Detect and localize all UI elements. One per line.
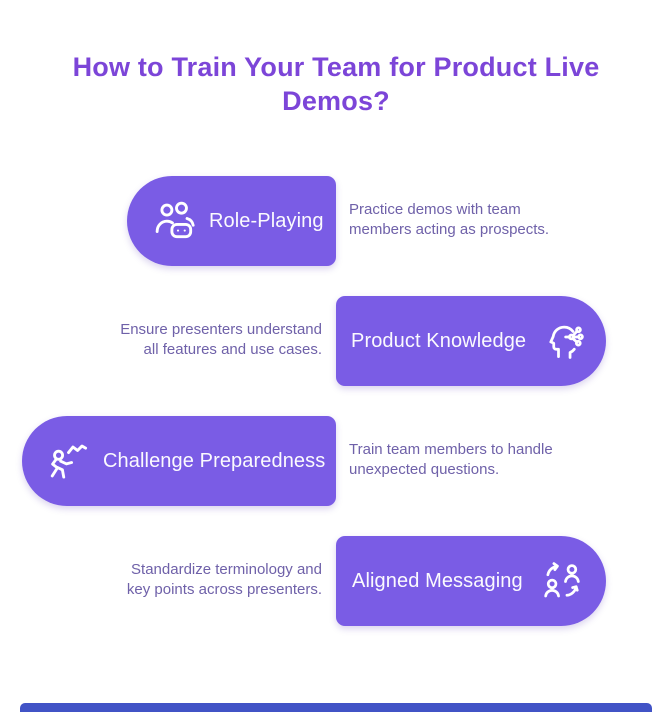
step-label-role-playing: Role-Playing xyxy=(209,209,324,232)
description-line: members acting as prospects. xyxy=(349,221,550,238)
step-description-role-playing: Practice demos with team members acting … xyxy=(349,200,549,240)
footer-accent-bar xyxy=(20,703,652,712)
challenge-preparedness-icon xyxy=(44,438,90,484)
description-line: unexpected questions. xyxy=(349,461,500,478)
step-label-aligned-messaging: Aligned Messaging xyxy=(352,569,523,592)
step-description-product-knowledge: Ensure presenters understand all feature… xyxy=(120,320,322,360)
product-knowledge-icon xyxy=(542,319,586,363)
step-description-aligned-messaging: Standardize terminology and key points a… xyxy=(127,560,322,600)
step-pill-product-knowledge: Product Knowledge xyxy=(336,296,606,386)
step-pill-aligned-messaging: Aligned Messaging xyxy=(336,536,606,626)
step-label-product-knowledge: Product Knowledge xyxy=(351,329,527,352)
step-description-challenge-preparedness: Train team members to handle unexpected … xyxy=(349,440,553,480)
role-playing-icon xyxy=(151,198,197,244)
page-title-line-1: How to Train Your Team for Product Live xyxy=(72,52,600,82)
page-title-line-2: Demos? xyxy=(282,86,390,116)
description-line: all features and use cases. xyxy=(143,341,322,358)
description-line: Standardize terminology and xyxy=(131,561,322,578)
description-line: Ensure presenters understand xyxy=(120,321,322,338)
step-pill-challenge-preparedness: Challenge Preparedness xyxy=(22,416,336,506)
page-title: How to Train Your Team for Product Live … xyxy=(32,50,640,118)
aligned-messaging-icon xyxy=(540,559,584,603)
step-pill-role-playing: Role-Playing xyxy=(127,176,336,266)
step-label-challenge-preparedness: Challenge Preparedness xyxy=(103,449,326,472)
description-line: key points across presenters. xyxy=(126,581,322,598)
description-line: Train team members to handle xyxy=(349,441,553,458)
description-line: Practice demos with team xyxy=(349,201,521,218)
